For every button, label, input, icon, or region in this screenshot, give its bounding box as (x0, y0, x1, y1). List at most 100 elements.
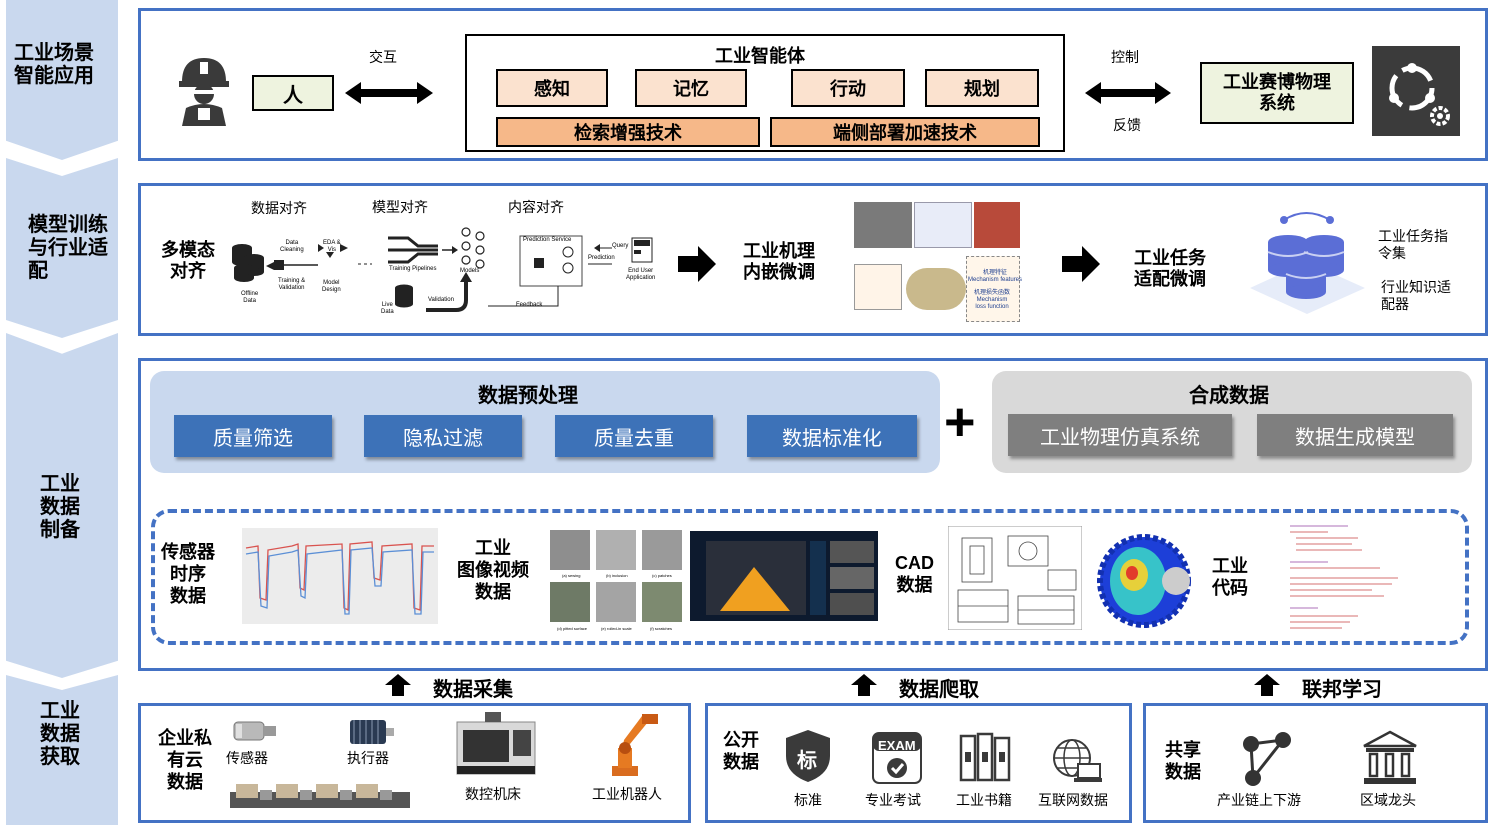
diagram-data-cleaning: Data Cleaning (280, 240, 304, 253)
agent-tech-edge: 端侧部署加速技术 (770, 117, 1040, 147)
public-data-title: 公开 数据 (723, 730, 759, 772)
dedup-button: 质量去重 (555, 415, 713, 457)
diagram-model-design: Model Design (322, 280, 341, 293)
diagram-eda: EDA & Vis (323, 240, 341, 253)
generative-model-button: 数据生成模型 (1257, 414, 1453, 456)
multimodal-align-label: 多模态 对齐 (161, 240, 215, 281)
diagram-query: Query (612, 243, 629, 249)
defect-caption-c: (c) patches (652, 573, 672, 578)
cyber-physical-gear-icon (1372, 46, 1460, 136)
agent-module-planning: 规划 (925, 69, 1039, 107)
conveyor-belt-icon (230, 784, 410, 808)
standardize-button: 数据标准化 (747, 415, 917, 457)
industrial-robot-icon (612, 714, 658, 776)
diagram-models: Models (460, 268, 480, 274)
control-label: 控制 (1111, 49, 1139, 65)
up-arrow-collect-icon (385, 674, 411, 696)
diagram-training-pipelines: Training Pipelines (389, 266, 437, 272)
task-finetune-label: 工业任务 适配微调 (1134, 248, 1206, 289)
interaction-label: 交互 (369, 49, 397, 65)
regional-leader-building-icon (1363, 730, 1417, 784)
diagram-prediction: Prediction (588, 255, 615, 261)
defect-caption-e: (e) rolled-in scale (601, 626, 632, 631)
align-model-label: 模型对齐 (372, 199, 428, 215)
privacy-filter-button: 隐私过滤 (364, 415, 522, 457)
up-arrow-federated-icon (1254, 674, 1280, 696)
exam-label: 专业考试 (865, 792, 921, 808)
diagram-feedback: Feedback (516, 302, 543, 308)
books-label: 工业书籍 (956, 792, 1012, 808)
supply-chain-network-icon (1243, 732, 1291, 786)
right-arrow-icon (678, 246, 716, 282)
gear-simulation-render (1097, 534, 1191, 628)
crawl-label: 数据爬取 (899, 679, 979, 701)
agent-module-action: 行动 (791, 69, 905, 107)
federated-label: 联邦学习 (1302, 679, 1382, 701)
defect-caption-a: (a) sewing (562, 573, 581, 578)
datatype-sensor-timeseries: 传感器 时序 数据 (161, 542, 215, 606)
cps-system-box: 工业赛博物理 系统 (1200, 62, 1354, 124)
align-data-label: 数据对齐 (251, 200, 307, 216)
mechanism-loss-caption: 机理损失函数 Mechanism loss function (974, 290, 1011, 310)
chevron-acquire (6, 675, 118, 825)
align-content-label: 内容对齐 (508, 199, 564, 215)
panel-shared (1143, 703, 1488, 823)
defect-caption-f: (f) scratches (650, 626, 673, 631)
regional-leader-label: 区域龙头 (1360, 792, 1416, 808)
datatype-image-video: 工业 图像视频 数据 (457, 538, 529, 602)
agent-module-perception: 感知 (496, 69, 608, 107)
data-types-frame (151, 509, 1469, 645)
synthetic-title: 合成数据 (1189, 385, 1269, 407)
panel-train (138, 183, 1488, 336)
chevron-prep (6, 333, 118, 678)
books-icon (959, 732, 1011, 782)
video-monitor-screen (690, 531, 878, 621)
code-snippet-image (1290, 525, 1398, 629)
datatype-code: 工业 代码 (1212, 556, 1248, 598)
row-label-prep: 工业 数据 制备 (40, 473, 80, 541)
industry-knowledge-adapter: 行业知识适 配器 (1381, 279, 1451, 312)
cnc-machine-icon (456, 712, 536, 775)
sensor-label: 传感器 (226, 750, 268, 766)
plus-sign: + (944, 392, 976, 452)
actuator-icon (350, 720, 394, 744)
row-label-acquire: 工业 数据 获取 (40, 700, 80, 768)
agent-title: 工业智能体 (715, 46, 805, 66)
up-arrow-crawl-icon (851, 674, 877, 696)
exam-icon (872, 732, 922, 784)
human-box: 人 (252, 75, 334, 111)
exam-glyph: EXAM (878, 738, 916, 753)
standard-glyph: 标 (797, 750, 817, 772)
preprocess-title: 数据预处理 (478, 385, 578, 407)
defect-caption-d: (d) pitted surface (557, 626, 588, 631)
actuator-label: 执行器 (347, 750, 389, 766)
sensor-icon (233, 721, 276, 741)
diagram-end-user: End User Application (626, 268, 656, 281)
mechanism-finetune-label: 工业机理 内嵌微调 (743, 241, 815, 282)
datatype-cad: CAD 数据 (895, 553, 934, 595)
chevron-train (6, 158, 118, 338)
agent-tech-rag: 检索增强技术 (496, 117, 760, 147)
cad-drawing (948, 526, 1082, 630)
defect-caption-b: (b) inclusion (606, 573, 628, 578)
standard-shield-icon (786, 730, 830, 782)
robot-label: 工业机器人 (592, 786, 662, 802)
diagram-training-validation: Training & Validation (278, 278, 306, 291)
double-arrow-control-icon (1085, 82, 1171, 104)
private-data-title: 企业私 有云 数据 (158, 728, 212, 792)
chevron-app (6, 0, 118, 160)
diagram-prediction-service: Prediction Service (523, 237, 572, 243)
standard-label: 标准 (794, 792, 822, 808)
feedback-label: 反馈 (1113, 117, 1141, 133)
internet-globe-icon (1053, 739, 1102, 782)
sensor-timeseries-plot (242, 528, 438, 624)
internet-label: 互联网数据 (1038, 792, 1108, 808)
diagram-validation: Validation (428, 297, 454, 303)
steel-defect-grid (548, 528, 684, 632)
double-arrow-interaction-icon (345, 82, 433, 104)
cnc-label: 数控机床 (465, 786, 521, 802)
task-instruction-set: 工业任务指 令集 (1378, 228, 1448, 261)
database-stack-icon (1250, 212, 1365, 314)
right-arrow-icon-2 (1062, 246, 1100, 282)
collect-label: 数据采集 (433, 679, 513, 701)
